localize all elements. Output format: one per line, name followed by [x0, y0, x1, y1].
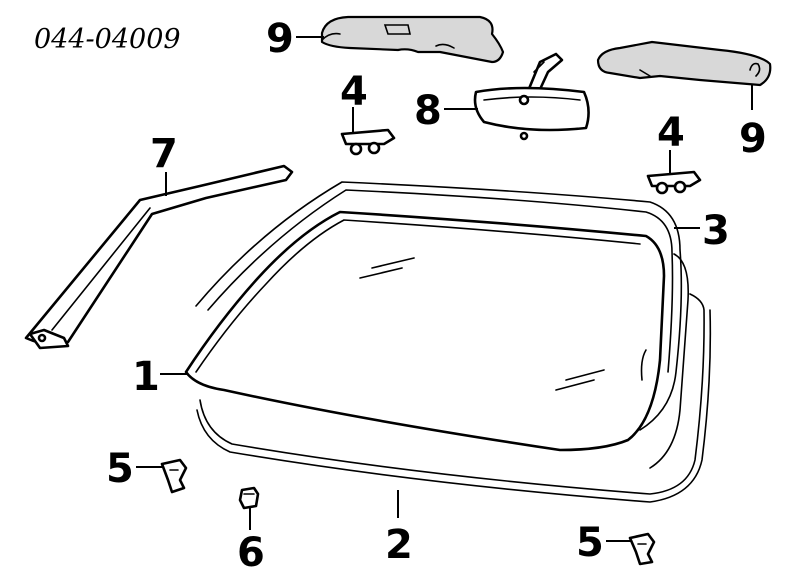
callout-rearview-mirror: 8 — [414, 88, 442, 134]
spacer — [238, 486, 260, 510]
callout-spacer: 6 — [237, 530, 265, 570]
callout-sun-visor-left: 9 — [266, 16, 294, 62]
callout-lower-molding: 2 — [385, 522, 413, 568]
callout-retainer-clip-left: 5 — [106, 446, 134, 492]
sun-visor-right — [596, 40, 772, 87]
windshield-glass — [184, 210, 666, 452]
retainer-clip-left — [160, 458, 188, 494]
visor-clip-right — [646, 170, 702, 195]
lower-molding — [196, 293, 712, 503]
retainer-clip-right — [628, 532, 656, 566]
callout-pillar-garnish: 7 — [150, 131, 178, 177]
callout-sun-visor-right: 9 — [739, 116, 767, 162]
sun-visor-left — [320, 15, 505, 64]
rearview-mirror — [473, 52, 590, 141]
pillar-garnish — [24, 164, 294, 350]
callout-upper-molding: 3 — [702, 208, 730, 254]
callout-windshield-glass: 1 — [132, 354, 160, 400]
visor-clip-left — [340, 128, 396, 156]
upper-molding — [195, 181, 690, 469]
callout-visor-clip-right: 4 — [657, 110, 685, 156]
callout-visor-clip-left: 4 — [340, 69, 368, 115]
callout-retainer-clip-right: 5 — [576, 520, 604, 566]
part-code: 044-04009 — [34, 24, 181, 55]
